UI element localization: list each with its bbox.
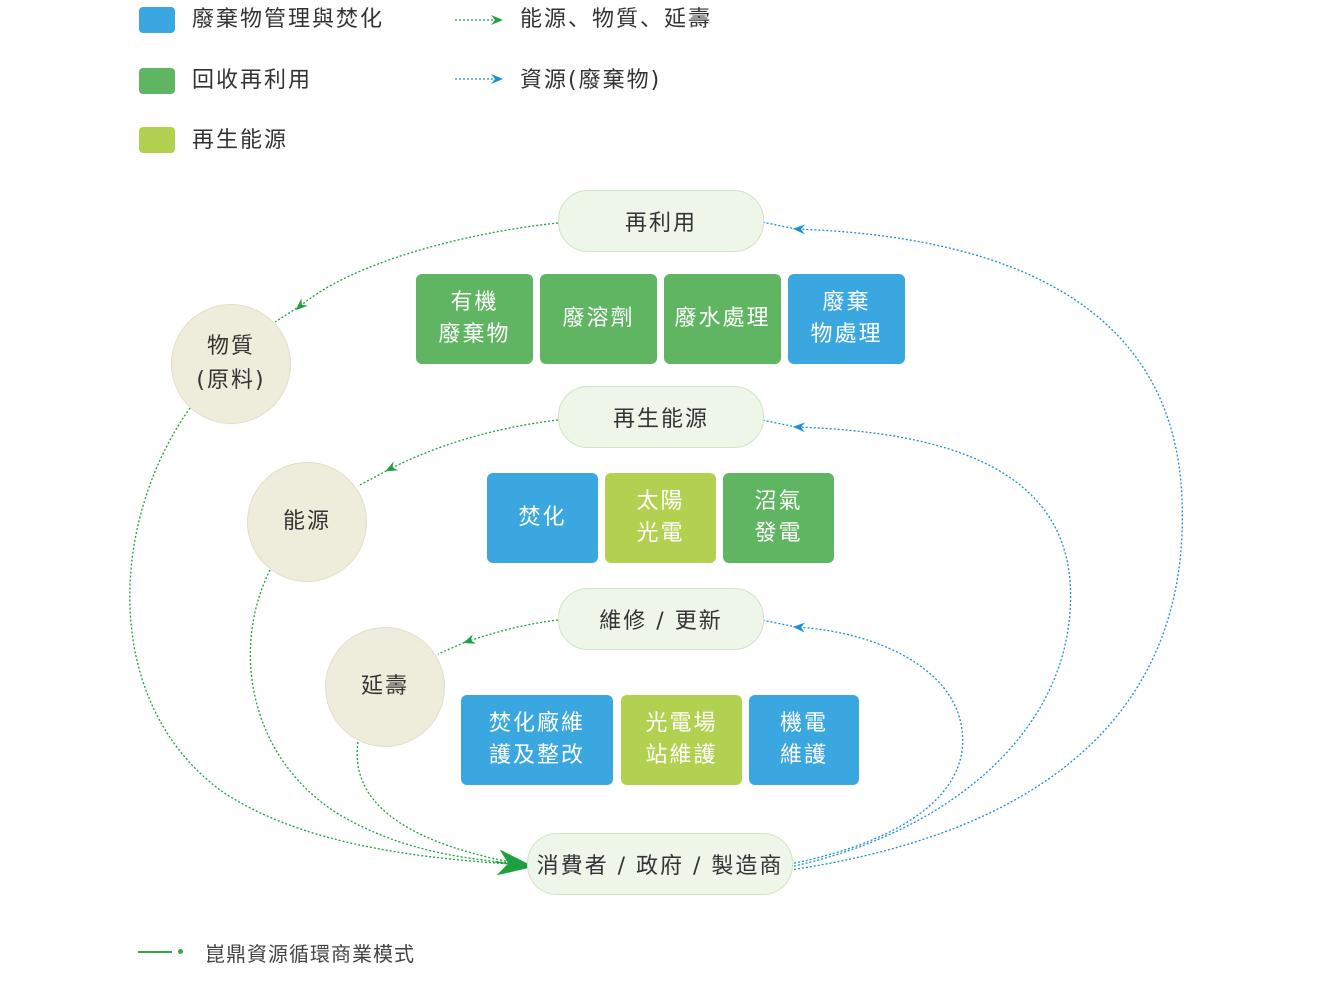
pill-reuse-label: 再利用 <box>624 211 697 236</box>
box-electromechanical-maintenance: 機電 維護 <box>749 695 859 785</box>
pill-reuse: 再利用 <box>558 190 764 252</box>
footer-line <box>138 951 172 953</box>
pill-consumer-label: 消費者 / 政府 / 製造商 <box>536 854 784 879</box>
flow-maintenance-to-extension <box>463 619 559 644</box>
circle-energy-label: 能源 <box>282 509 331 534</box>
box-incinerator-maintenance-line1: 焚化廠維 <box>488 711 585 736</box>
circle-material-line2: (原料) <box>196 368 266 393</box>
legend-swatch-renewable <box>139 127 175 153</box>
box-pv-site-maintenance-line2: 站維護 <box>645 743 718 768</box>
box-waste-solvent: 廢溶劑 <box>540 274 657 364</box>
circle-extension: 延壽 <box>325 627 445 747</box>
flow-reuse-to-material <box>295 222 559 310</box>
box-waste-treatment: 廢棄 物處理 <box>788 274 905 364</box>
box-organic-waste-line2: 廢棄物 <box>438 322 511 347</box>
flow-material-to-consumer <box>129 407 511 865</box>
pill-maintenance: 維修 / 更新 <box>558 588 764 650</box>
box-incinerator-maintenance-line2: 護及整改 <box>488 743 585 768</box>
circle-energy: 能源 <box>247 462 367 582</box>
box-solar-line1: 太陽 <box>636 489 685 514</box>
box-organic-waste-line1: 有機 <box>450 290 499 315</box>
box-wastewater: 廢水處理 <box>664 274 781 364</box>
footer-dot <box>178 949 183 954</box>
box-waste-treatment-line2: 物處理 <box>810 322 883 347</box>
flow-consumer-to-renewable <box>789 422 1072 868</box>
box-electromechanical-maintenance-line2: 維護 <box>779 743 828 768</box>
circle-extension-label: 延壽 <box>360 674 409 699</box>
legend-swatch-waste <box>139 7 175 33</box>
box-biogas-line1: 沼氣 <box>754 489 803 514</box>
box-pv-site-maintenance-line1: 光電場 <box>645 711 718 736</box>
flow-consumer-to-maintenance <box>789 622 964 865</box>
box-solar: 太陽 光電 <box>605 473 716 563</box>
circle-material: 物質 (原料) <box>171 304 291 424</box>
footer-caption: 崑鼎資源循環商業模式 <box>205 942 415 966</box>
legend-label-renewable: 再生能源 <box>192 128 289 153</box>
box-pv-site-maintenance: 光電場 站維護 <box>621 695 742 785</box>
box-waste-treatment-line1: 廢棄 <box>822 290 871 315</box>
pill-consumer: 消費者 / 政府 / 製造商 <box>527 833 793 895</box>
legend-label-blue-arrow: 資源(廢棄物) <box>520 68 662 93</box>
circle-material-line1: 物質 <box>206 334 255 359</box>
box-organic-waste: 有機 廢棄物 <box>416 274 533 364</box>
box-waste-solvent-label: 廢溶劑 <box>562 306 635 331</box>
consumer-entry-arrow <box>494 849 534 876</box>
legend-label-recycle: 回收再利用 <box>192 68 313 93</box>
box-biogas-line2: 發電 <box>754 521 803 546</box>
box-incineration: 焚化 <box>487 473 598 563</box>
pill-maintenance-label: 維修 / 更新 <box>599 609 723 634</box>
legend-swatch-recycle <box>139 68 175 94</box>
flow-extension-to-consumer <box>356 741 511 863</box>
pill-renewable: 再生能源 <box>558 386 764 448</box>
box-incineration-label: 焚化 <box>518 505 567 530</box>
box-wastewater-label: 廢水處理 <box>674 306 771 331</box>
legend-label-waste: 廢棄物管理與焚化 <box>192 7 385 32</box>
box-incinerator-maintenance: 焚化廠維 護及整改 <box>461 695 613 785</box>
pill-renewable-label: 再生能源 <box>612 407 709 432</box>
flow-consumer-to-reuse <box>789 224 1183 871</box>
box-biogas: 沼氣 發電 <box>723 473 834 563</box>
box-solar-line2: 光電 <box>636 521 685 546</box>
box-electromechanical-maintenance-line1: 機電 <box>779 711 828 736</box>
flow-energy-to-consumer <box>249 569 511 864</box>
flow-renewable-to-energy <box>385 419 559 472</box>
legend-label-green-arrow: 能源、物質、延壽 <box>520 7 713 32</box>
